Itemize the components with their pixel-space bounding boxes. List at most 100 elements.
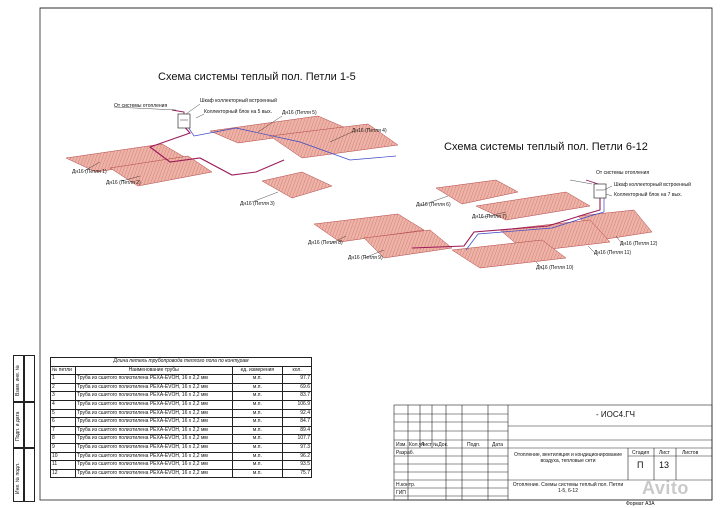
header-loop-no: № петли xyxy=(50,365,76,376)
col-header-list: Лист xyxy=(421,442,432,448)
cell-loop-no: 10 xyxy=(50,451,76,462)
stage-label: Стадия xyxy=(632,450,650,456)
label-cabinet-6-12: Шкаф коллекторный встроенный xyxy=(614,182,691,188)
label-from-heating-1-5: От системы отопления xyxy=(114,103,168,109)
cell-qty: 83.7 xyxy=(282,391,312,401)
leader-manifold-6-12 xyxy=(605,193,613,197)
label-loop-2: Дн16 (Петля 2) xyxy=(106,180,141,186)
heated-area-loop-10 xyxy=(451,239,567,269)
project-name: Отопление, вентиляция и кондиционировани… xyxy=(514,452,622,464)
cell-loop-no: 3 xyxy=(50,391,76,401)
scheme-title-loops-6-12: Схема системы теплый пол. Петли 6-12 xyxy=(444,141,648,153)
manifold-cabinet-1-5 xyxy=(177,113,191,129)
cell-qty: 96.2 xyxy=(282,451,312,462)
cell-qty: 84.7 xyxy=(282,417,312,427)
cell-qty: 89.4 xyxy=(282,425,312,436)
cell-pipe-name: Труба из сшитого полиэтилена PEXA-EVOH, … xyxy=(74,434,233,444)
cell-loop-no: 11 xyxy=(50,460,76,470)
cell-qty: 97.3 xyxy=(282,442,312,453)
avito-watermark: Avito xyxy=(642,478,689,498)
cell-pipe-name: Труба из сшитого полиэтилена PEXA-EVOH, … xyxy=(74,374,233,384)
sheet-value: 13 xyxy=(659,460,670,470)
sheet-title: Отопление. Схемы системы теплый пол. Пет… xyxy=(512,482,624,494)
heated-area-loop-4 xyxy=(269,123,399,159)
cell-unit: м.п. xyxy=(231,374,284,384)
leader-loop-12 xyxy=(615,235,623,245)
cell-loop-no: 5 xyxy=(50,408,76,419)
leader-loop-3 xyxy=(251,191,279,203)
cell-unit: м.п. xyxy=(231,391,284,401)
table-caption: Длина петель трубопровода теплого пола п… xyxy=(50,357,312,367)
cell-unit: м.п. xyxy=(231,382,284,393)
side-strip-replace xyxy=(13,355,25,403)
side-strip-inv xyxy=(13,447,25,502)
leader-from-heating-1-5 xyxy=(113,106,177,111)
heated-area-loop-3 xyxy=(261,171,333,199)
cell-qty: 75.7 xyxy=(282,468,312,479)
supply-pipe-6-12 xyxy=(411,198,601,249)
leader-loop-4 xyxy=(329,131,353,143)
label-cabinet-1-5: Шкаф коллекторный встроенный xyxy=(200,98,277,104)
cell-loop-no: 12 xyxy=(50,468,76,479)
doc-code: - ИОС4.ГЧ xyxy=(596,410,635,419)
label-loop-12: Дн16 (Петля 12) xyxy=(620,241,658,247)
cell-qty: 107.7 xyxy=(282,434,312,444)
col-header-date: Дата xyxy=(492,442,504,448)
cell-unit: м.п. xyxy=(231,434,284,444)
scheme-loops-6-12 xyxy=(313,179,653,271)
col-header-kol: Кол.уч xyxy=(409,442,424,448)
cell-qty: 69.6 xyxy=(282,382,312,393)
leader-loop-10 xyxy=(535,261,545,271)
cell-qty: 93.5 xyxy=(282,460,312,470)
label-loop-3: Дн16 (Петля 3) xyxy=(240,201,275,207)
label-loop-10: Дн16 (Петля 10) xyxy=(536,265,574,271)
sheet-label: Лист xyxy=(659,450,670,456)
cell-pipe-name: Труба из сшитого полиэтилена PEXA-EVOH, … xyxy=(74,442,233,453)
heated-area-loop-9 xyxy=(363,229,453,259)
cell-qty: 97.7 xyxy=(282,374,312,384)
heated-area-loop-7 xyxy=(475,191,591,221)
cell-pipe-name: Труба из сшитого полиэтилена PEXA-EVOH, … xyxy=(74,399,233,410)
cell-pipe-name: Труба из сшитого полиэтилена PEXA-EVOH, … xyxy=(74,417,233,427)
cell-loop-no: 8 xyxy=(50,434,76,444)
cell-loop-no: 7 xyxy=(50,425,76,436)
leader-loop-9 xyxy=(363,249,385,259)
cell-unit: м.п. xyxy=(231,425,284,436)
heated-area-loop-2 xyxy=(109,155,213,187)
label-loop-6: Дн16 (Петля 6) xyxy=(416,202,451,208)
label-loop-7: Дн16 (Петля 7) xyxy=(472,214,507,220)
leader-cabinet-6-12 xyxy=(603,185,613,191)
loop-length-table: Длина петель трубопровода теплого пола п… xyxy=(50,357,312,479)
leader-cabinet-1-5 xyxy=(185,103,201,115)
col-header-izm: Изм. xyxy=(396,442,407,448)
cell-pipe-name: Труба из сшитого полиэтилена PEXA-EVOH, … xyxy=(74,451,233,462)
side-label-inv: Инв. № подл. xyxy=(15,462,21,494)
heated-area-loop-8 xyxy=(313,213,425,243)
title-block-grid xyxy=(393,404,713,501)
header-qty: кол. xyxy=(282,365,312,376)
label-manifold-6-12: Коллекторный блок на 7 вых. xyxy=(614,192,682,198)
leader-loop-8 xyxy=(329,235,347,245)
cell-loop-no: 1 xyxy=(50,374,76,384)
cell-pipe-name: Труба из сшитого полиэтилена PEXA-EVOH, … xyxy=(74,408,233,419)
side-label-replace: Взам. инв. № xyxy=(15,365,21,396)
side-strip-2b xyxy=(23,401,35,449)
side-strip-2a xyxy=(23,355,35,403)
label-loop-9: Дн16 (Петля 9) xyxy=(348,255,383,261)
heated-area-loop-6 xyxy=(435,179,519,205)
sheets-label: Листов xyxy=(682,450,699,456)
cell-unit: м.п. xyxy=(231,399,284,410)
cell-loop-no: 2 xyxy=(50,382,76,393)
cell-pipe-name: Труба из сшитого полиэтилена PEXA-EVOH, … xyxy=(74,460,233,470)
supply-pipe-1-5 xyxy=(148,123,285,176)
